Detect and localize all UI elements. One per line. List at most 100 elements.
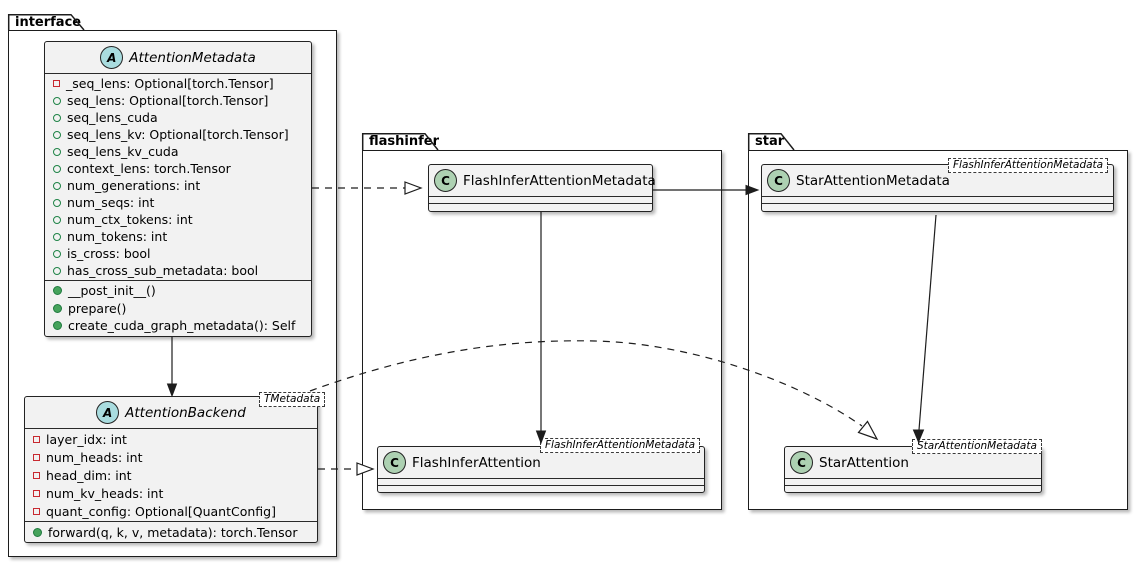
field-text: num_kv_heads: int bbox=[46, 485, 164, 501]
field-row: is_cross: bool bbox=[45, 245, 311, 262]
public-method-icon bbox=[53, 286, 62, 296]
public-field-icon bbox=[53, 130, 61, 139]
field-text: has_cross_sub_metadata: bool bbox=[67, 263, 259, 278]
field-text: layer_idx: int bbox=[46, 431, 127, 447]
field-text: head_dim: int bbox=[46, 467, 132, 483]
field-row: has_cross_sub_metadata: bool bbox=[45, 262, 311, 279]
field-text: seq_lens: Optional[torch.Tensor] bbox=[67, 93, 269, 108]
generic-type-tag: FlashInferAttentionMetadata bbox=[540, 438, 701, 453]
private-field-icon bbox=[53, 80, 60, 87]
public-field-icon bbox=[53, 249, 61, 258]
field-row: head_dim: int bbox=[25, 466, 317, 484]
public-field-icon bbox=[53, 96, 61, 105]
method-row: forward(q, k, v, metadata): torch.Tensor bbox=[25, 523, 317, 541]
package-interface-label: interface bbox=[15, 15, 82, 30]
empty-methods-compartment bbox=[785, 485, 1041, 492]
method-row: create_cuda_graph_metadata(): Self bbox=[45, 317, 311, 335]
private-field-icon bbox=[33, 507, 40, 515]
empty-fields-compartment bbox=[378, 478, 704, 485]
method-text: prepare() bbox=[68, 300, 127, 316]
private-field-icon bbox=[33, 453, 40, 461]
public-method-icon bbox=[33, 527, 42, 537]
empty-fields-compartment bbox=[762, 196, 1113, 203]
field-text: num_seqs: int bbox=[67, 195, 155, 210]
concrete-class-icon: C bbox=[767, 169, 790, 192]
field-row: seq_lens_kv_cuda bbox=[45, 143, 311, 160]
class-name: FlashInferAttentionMetadata bbox=[463, 172, 656, 189]
field-row: context_lens: torch.Tensor bbox=[45, 160, 311, 177]
public-field-icon bbox=[53, 164, 61, 173]
field-text: seq_lens_cuda bbox=[67, 110, 158, 125]
class-name: AttentionMetadata bbox=[129, 49, 256, 66]
generic-type-tag: TMetadata bbox=[259, 392, 326, 407]
class-flashinfer-attention: C FlashInferAttention bbox=[377, 446, 705, 493]
field-text: seq_lens_kv: Optional[torch.Tensor] bbox=[67, 127, 289, 142]
field-text: _seq_lens: Optional[torch.Tensor] bbox=[66, 76, 274, 91]
public-field-icon bbox=[53, 232, 61, 241]
fields-compartment: layer_idx: int num_heads: int head_dim: … bbox=[25, 428, 317, 521]
empty-fields-compartment bbox=[785, 478, 1041, 485]
method-text: create_cuda_graph_metadata(): Self bbox=[68, 318, 296, 334]
field-row: num_seqs: int bbox=[45, 194, 311, 211]
field-row: num_heads: int bbox=[25, 448, 317, 466]
public-field-icon bbox=[53, 215, 61, 224]
public-field-icon bbox=[53, 181, 61, 190]
field-text: num_ctx_tokens: int bbox=[67, 212, 193, 227]
field-row: seq_lens_cuda bbox=[45, 109, 311, 126]
field-row: layer_idx: int bbox=[25, 430, 317, 448]
fields-compartment: _seq_lens: Optional[torch.Tensor] seq_le… bbox=[45, 73, 311, 280]
field-text: is_cross: bool bbox=[67, 246, 151, 261]
generic-type-tag: FlashInferAttentionMetadata bbox=[948, 158, 1109, 173]
methods-compartment: __post_init__() prepare() create_cuda_gr… bbox=[45, 280, 311, 336]
field-text: context_lens: torch.Tensor bbox=[67, 161, 231, 176]
method-row: prepare() bbox=[45, 300, 311, 318]
empty-methods-compartment bbox=[762, 203, 1113, 210]
field-text: quant_config: Optional[QuantConfig] bbox=[46, 503, 276, 519]
class-flashinfer-attention-metadata: C FlashInferAttentionMetadata bbox=[428, 164, 656, 212]
method-text: __post_init__() bbox=[68, 283, 156, 299]
class-attention-backend: A AttentionBackend layer_idx: int num_he… bbox=[24, 396, 318, 543]
class-name: StarAttentionMetadata bbox=[796, 172, 950, 189]
class-star-attention-title: C StarAttention bbox=[785, 447, 1041, 478]
field-text: seq_lens_kv_cuda bbox=[67, 144, 179, 159]
field-row: seq_lens: Optional[torch.Tensor] bbox=[45, 92, 311, 109]
field-row: num_ctx_tokens: int bbox=[45, 211, 311, 228]
public-field-icon bbox=[53, 113, 61, 122]
empty-fields-compartment bbox=[429, 196, 652, 203]
private-field-icon bbox=[33, 435, 40, 443]
abstract-class-icon: A bbox=[96, 401, 120, 424]
package-star-label: star bbox=[755, 134, 785, 149]
public-field-icon bbox=[53, 266, 61, 275]
method-row: __post_init__() bbox=[45, 282, 311, 300]
concrete-class-icon: C bbox=[790, 451, 813, 474]
public-field-icon bbox=[53, 198, 61, 207]
private-field-icon bbox=[33, 471, 40, 479]
class-star-attention: C StarAttention bbox=[784, 446, 1042, 493]
public-method-icon bbox=[53, 321, 62, 331]
field-row: num_generations: int bbox=[45, 177, 311, 194]
class-name: FlashInferAttention bbox=[412, 454, 541, 471]
class-name: StarAttention bbox=[819, 454, 909, 471]
public-field-icon bbox=[53, 147, 61, 156]
field-row: _seq_lens: Optional[torch.Tensor] bbox=[45, 75, 311, 92]
empty-methods-compartment bbox=[429, 203, 652, 210]
class-flashinfer-attention-title: C FlashInferAttention bbox=[378, 447, 704, 478]
class-name: AttentionBackend bbox=[125, 404, 246, 421]
concrete-class-icon: C bbox=[434, 169, 457, 192]
field-text: num_generations: int bbox=[67, 178, 201, 193]
field-text: num_tokens: int bbox=[67, 229, 168, 244]
class-attention-backend-title: A AttentionBackend bbox=[25, 397, 317, 428]
generic-type-tag: StarAttentionMetadata bbox=[912, 439, 1042, 454]
field-row: num_tokens: int bbox=[45, 228, 311, 245]
field-text: num_heads: int bbox=[46, 449, 143, 465]
method-text: forward(q, k, v, metadata): torch.Tensor bbox=[48, 524, 298, 540]
package-flashinfer-label: flashinfer bbox=[369, 134, 439, 149]
class-flashinfer-attention-metadata-title: C FlashInferAttentionMetadata bbox=[429, 165, 656, 196]
class-attention-metadata-title: A AttentionMetadata bbox=[45, 42, 311, 73]
private-field-icon bbox=[33, 489, 40, 497]
field-row: seq_lens_kv: Optional[torch.Tensor] bbox=[45, 126, 311, 143]
field-row: num_kv_heads: int bbox=[25, 484, 317, 502]
concrete-class-icon: C bbox=[383, 451, 406, 474]
empty-methods-compartment bbox=[378, 485, 704, 492]
